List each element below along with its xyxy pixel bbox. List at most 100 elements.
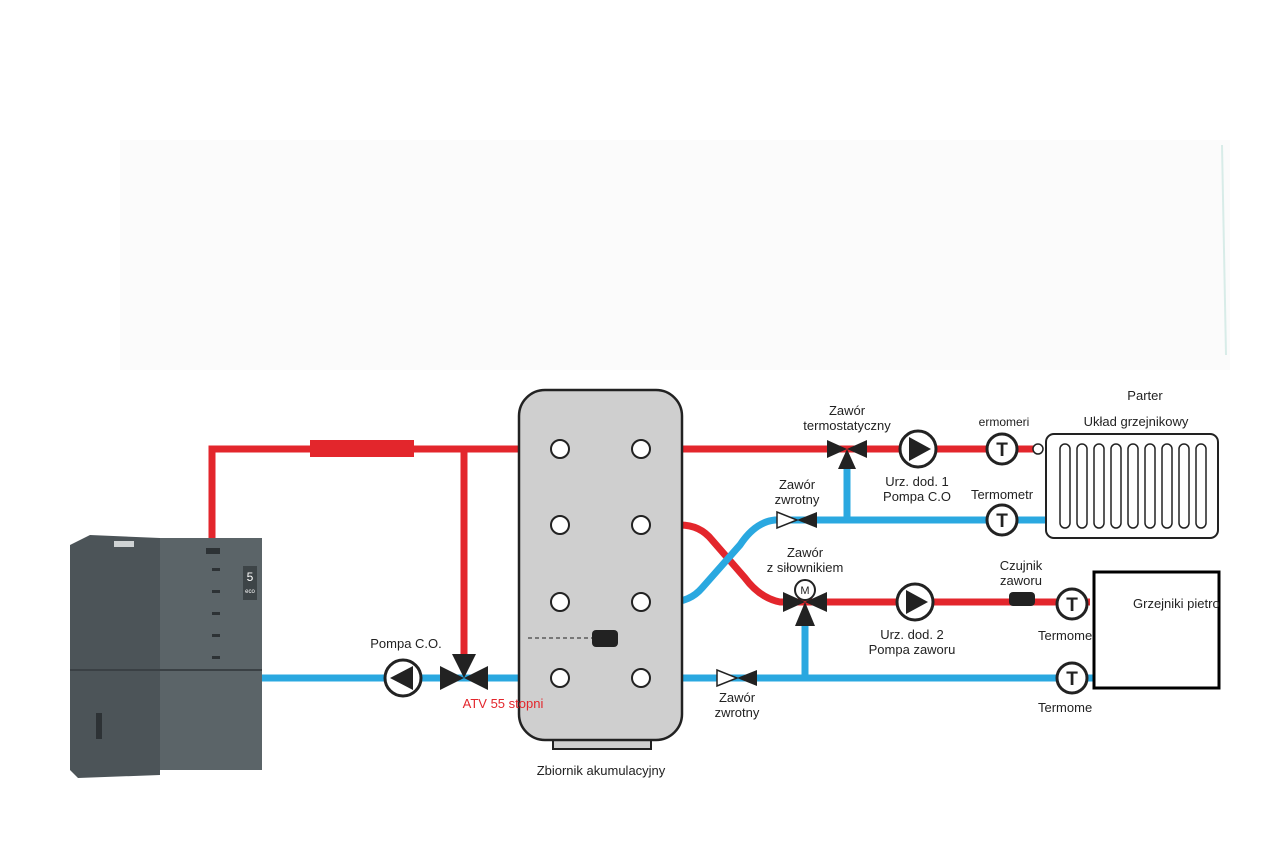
- radiator-fin: [1127, 443, 1139, 529]
- air-vent-icon: [1032, 443, 1044, 455]
- thermostatic-valve: [827, 440, 867, 469]
- thermometer-top: T: [985, 432, 1019, 466]
- valve-triangle-icon: [847, 440, 867, 458]
- label-thermostatic-valve-2: termostatyczny: [803, 418, 891, 433]
- boiler-left-unit: [70, 535, 160, 778]
- label-motorized-valve-2: z siłownikiem: [767, 560, 844, 575]
- valve-triangle-icon: [805, 592, 827, 612]
- tank-port: [631, 668, 651, 688]
- radiator-fin: [1161, 443, 1173, 529]
- label-thermometer-top: ermomeri: [979, 415, 1030, 429]
- tank-sensor: [592, 630, 618, 647]
- valve-triangle-icon: [838, 449, 856, 469]
- boiler-slot: [212, 656, 220, 659]
- valve-triangle-icon: [827, 440, 847, 458]
- label-thermometer-floor-return: Termome: [1038, 700, 1092, 715]
- radiator-fin: [1093, 443, 1105, 529]
- motorized-valve: M: [783, 579, 827, 626]
- label-aux-pump-2-line2: Pompa zaworu: [869, 642, 956, 657]
- check-valve-icon: [737, 670, 757, 686]
- valve-sensor: [1009, 592, 1035, 606]
- valve-triangle-icon: [452, 654, 476, 678]
- label-aux-pump-1-line2: Pompa C.O: [883, 489, 951, 504]
- label-pump-co: Pompa C.O.: [370, 636, 442, 651]
- tank-port: [550, 592, 570, 612]
- check-valve-bottom: [716, 668, 757, 688]
- valve-triangle-icon: [795, 602, 815, 626]
- pump-co: [383, 658, 423, 698]
- radiator-fin: [1110, 443, 1122, 529]
- radiator-fin: [1178, 443, 1190, 529]
- valve-triangle-icon: [464, 666, 488, 690]
- thermometer-mid: T: [985, 503, 1019, 537]
- hot-pipe-sleeve: [310, 440, 414, 457]
- tank-port: [631, 515, 651, 535]
- thermometer-icon: [985, 503, 1019, 537]
- check-valve-icon: [716, 668, 740, 688]
- faded-background-area: [120, 140, 1230, 370]
- buffer-tank: [517, 388, 684, 750]
- tank-port: [550, 439, 570, 459]
- label-check-valve-bottom-2: zwrotny: [715, 705, 760, 720]
- motor-icon: [794, 579, 816, 601]
- atv-valve: [440, 654, 488, 690]
- thermometer-floor-supply: T: [1055, 587, 1089, 621]
- boiler-badge: [243, 566, 257, 600]
- label-thermostatic-valve-1: Zawór: [829, 403, 866, 418]
- label-check-valve-top-1: Zawór: [779, 477, 816, 492]
- tank-port: [550, 515, 570, 535]
- pump-aux-1: [898, 429, 938, 469]
- radiator: [1045, 433, 1219, 539]
- thermometer-letter: T: [1066, 669, 1078, 690]
- radiator-fin: [1076, 443, 1088, 529]
- label-thermometer-mid: Termometr: [971, 487, 1034, 502]
- label-upper-floor-radiators: Grzejniki pietro: [1133, 596, 1220, 611]
- tank-port: [631, 592, 651, 612]
- label-thermometer-floor-supply: Termome: [1038, 628, 1092, 643]
- thermometer-letter: T: [996, 440, 1008, 461]
- radiator-fin: [1195, 443, 1207, 529]
- label-valve-sensor-2: zaworu: [1000, 573, 1042, 588]
- thermometer-icon: [985, 432, 1019, 466]
- label-aux-pump-1-line1: Urz. dod. 1: [885, 474, 949, 489]
- boiler: 5 eco: [70, 535, 262, 778]
- tank-port: [631, 439, 651, 459]
- boiler-slot: [212, 634, 220, 637]
- label-parter: Parter: [1127, 388, 1163, 403]
- check-valve-icon: [797, 512, 817, 528]
- radiator-body: [1045, 433, 1219, 539]
- boiler-door-handle: [96, 713, 102, 739]
- label-motorized-valve-1: Zawór: [787, 545, 824, 560]
- valve-triangle-icon: [440, 666, 464, 690]
- label-valve-sensor-1: Czujnik: [1000, 558, 1043, 573]
- thermometer-floor-return: T: [1055, 661, 1089, 695]
- label-buffer-tank: Zbiornik akumulacyjny: [537, 763, 666, 778]
- label-atv: ATV 55 stopni: [463, 696, 544, 711]
- label-radiator-system: Układ grzejnikowy: [1084, 414, 1189, 429]
- check-valve-top: [776, 510, 817, 530]
- radiator-fin: [1059, 443, 1071, 529]
- tank-port: [550, 668, 570, 688]
- boiler-slot: [212, 612, 220, 615]
- upper-floor-radiators-box: [1092, 570, 1221, 690]
- boiler-slot: [212, 590, 220, 593]
- radiator-fin: [1144, 443, 1156, 529]
- label-check-valve-top-2: zwrotny: [775, 492, 820, 507]
- thermometer-icon: [1055, 587, 1089, 621]
- pump-arrow-icon: [909, 437, 931, 461]
- tank-body: [517, 388, 684, 742]
- boiler-badge-sub: eco: [245, 589, 255, 595]
- thermometer-letter: T: [1066, 595, 1078, 616]
- boiler-slot: [212, 568, 220, 571]
- boiler-badge-number: 5: [247, 570, 254, 584]
- hot-pipe-boiler-to-tank: [208, 445, 560, 540]
- label-check-valve-bottom-1: Zawór: [719, 690, 756, 705]
- pump-aux-2: [895, 582, 935, 622]
- check-valve-icon: [776, 510, 800, 530]
- thermometer-letter: T: [996, 511, 1008, 532]
- faded-edge-line: [1221, 144, 1227, 356]
- label-aux-pump-2-line1: Urz. dod. 2: [880, 627, 944, 642]
- valve-triangle-icon: [783, 592, 805, 612]
